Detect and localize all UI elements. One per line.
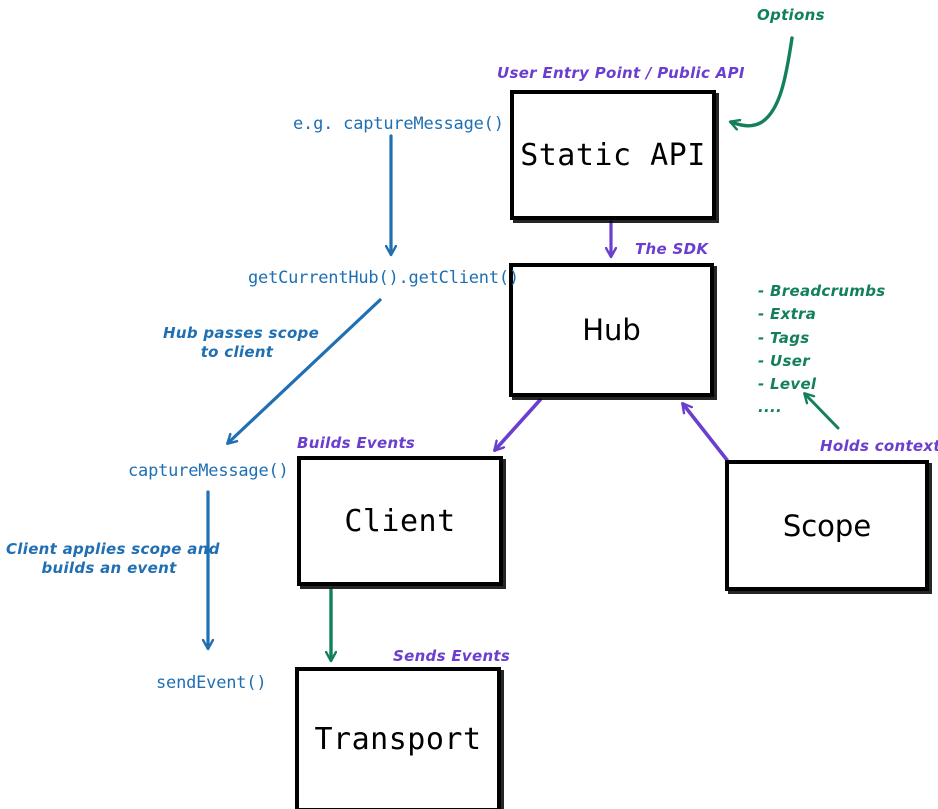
label-the-sdk: The SDK: [635, 240, 709, 258]
arrow-hub-to-client: [495, 398, 542, 450]
node-static-api[interactable]: Static API: [510, 90, 716, 220]
note-client-applies-scope: Client applies scope and builds an event: [6, 540, 220, 578]
context-list: - Breadcrumbs - Extra - Tags - User - Le…: [758, 280, 885, 420]
context-list-item-level: - Level: [758, 375, 817, 393]
label-send-event-call: sendEvent(): [156, 673, 267, 693]
node-static-api-label: Static API: [520, 137, 706, 173]
note-hub-passes-scope-line2: to client: [200, 342, 274, 361]
label-capture-message-call: captureMessage(): [128, 461, 289, 481]
node-transport-label: Transport: [314, 722, 482, 757]
context-list-item-tags: - Tags: [758, 328, 810, 347]
node-client-label: Client: [344, 503, 456, 539]
label-builds-events: Builds Events: [297, 434, 416, 452]
note-client-applies-scope-line2: builds an event: [41, 558, 177, 577]
node-scope-label: Scope: [782, 508, 872, 543]
arrow-hub-passes-scope: [228, 298, 382, 443]
node-transport[interactable]: Transport: [295, 667, 501, 809]
label-get-current-hub: getCurrentHub().getClient(): [248, 268, 519, 288]
node-hub[interactable]: Hub: [509, 263, 714, 397]
node-hub-label: Hub: [582, 313, 641, 347]
context-list-item-breadcrumbs: - Breadcrumbs: [758, 282, 886, 300]
node-scope[interactable]: Scope: [725, 460, 929, 591]
note-hub-passes-scope: Hub passes scope to client: [163, 324, 320, 362]
label-sends-events: Sends Events: [393, 647, 511, 665]
context-list-item-extra: - Extra: [758, 305, 817, 324]
note-hub-passes-scope-line1: Hub passes scope: [163, 324, 320, 342]
label-holds-context: Holds context: [820, 437, 938, 455]
note-client-applies-scope-line1: Client applies scope and: [6, 540, 220, 558]
label-options: Options: [757, 6, 825, 24]
arrow-scope-to-hub: [683, 404, 729, 462]
context-list-item-ellipsis: ....: [758, 398, 782, 417]
label-capture-message-example: e.g. captureMessage(): [293, 114, 504, 134]
node-client[interactable]: Client: [297, 456, 503, 586]
context-list-item-user: - User: [758, 351, 810, 370]
label-user-entry-point: User Entry Point / Public API: [497, 64, 745, 82]
